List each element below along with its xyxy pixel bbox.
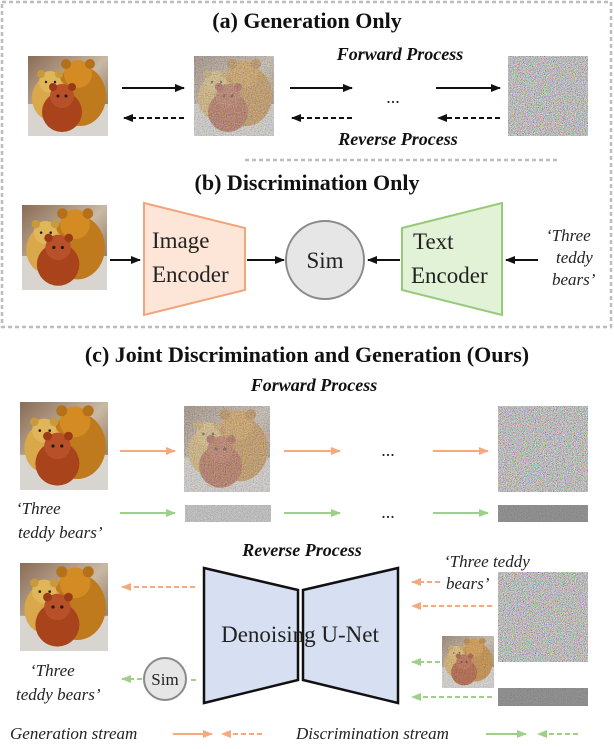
panel-c-title: (c) Joint Discrimination and Generation … — [85, 342, 529, 367]
panel-c-noisy-image — [184, 406, 270, 492]
panel-b-sim-circle — [285, 220, 365, 300]
panel-c-reverse-noisy-image — [442, 636, 494, 688]
panel-c-caption-right-line2: bears’ — [446, 574, 490, 593]
panel-c-reverse-label: Reverse Process — [241, 540, 361, 560]
panel-a-forward-label: Forward Process — [336, 44, 464, 64]
unet-left-half — [202, 566, 300, 705]
text-encoder-label-line1: Text — [413, 229, 454, 254]
legend-generation-label: Generation stream — [10, 724, 137, 743]
image-encoder-label-line2: Encoder — [152, 262, 229, 287]
panel-a-title: (a) Generation Only — [212, 8, 401, 33]
panel-c-pure-noise-image — [498, 406, 588, 492]
panel-c-text-ellipsis: ... — [381, 502, 395, 522]
panel-a-reverse-label: Reverse Process — [337, 129, 457, 149]
panel-c-caption-out-line2: teddy bears’ — [16, 685, 101, 704]
panel-c-image-ellipsis: ... — [381, 440, 395, 460]
panel-c-clean-image — [20, 402, 108, 490]
panel-c-caption-left-line1: ‘Three — [16, 499, 61, 518]
panel-ab-border — [0, 0, 613, 329]
panel-a-pure-noise-image — [508, 56, 588, 136]
legend-discrimination-label: Discrimination stream — [295, 724, 449, 743]
panel-c-text-embedding-noisy — [185, 505, 271, 522]
unet-right-half — [301, 566, 400, 705]
image-encoder-box — [143, 201, 246, 317]
panel-b-title: (b) Discrimination Only — [195, 170, 420, 195]
panel-a-clean-image — [28, 56, 108, 136]
panel-b-caption-line1: ‘Three — [546, 226, 591, 245]
panel-c-reverse-noise-image — [498, 572, 588, 662]
panel-c-text-embedding-pure-noise-texture — [498, 505, 588, 522]
panel-c-caption-left-line2: teddy bears’ — [18, 523, 103, 542]
text-encoder-label-line2: Encoder — [411, 263, 488, 288]
panel-c-output-image — [20, 563, 108, 651]
text-encoder-box — [401, 201, 503, 317]
panel-c-caption-out-line1: ‘Three — [30, 661, 75, 680]
unet-label: Denoising U-Net — [221, 622, 379, 647]
panel-a-ellipsis: ... — [386, 87, 400, 107]
panel-c-reverse-text-embedding-texture — [498, 688, 588, 706]
panel-b-sim-label: Sim — [306, 248, 343, 273]
panel-c-forward-label: Forward Process — [250, 375, 378, 395]
panel-a-noisy-image — [194, 56, 274, 136]
panel-c-sim-circle — [143, 657, 187, 701]
panel-b-caption-line3: bears’ — [552, 270, 596, 289]
panel-c-sim-label: Sim — [151, 670, 178, 689]
image-encoder-label-line1: Image — [152, 228, 209, 253]
panel-b-caption-line2: teddy — [556, 248, 593, 267]
panel-b-image — [22, 205, 107, 290]
panel-c-caption-right-line1: ‘Three teddy — [444, 552, 530, 571]
